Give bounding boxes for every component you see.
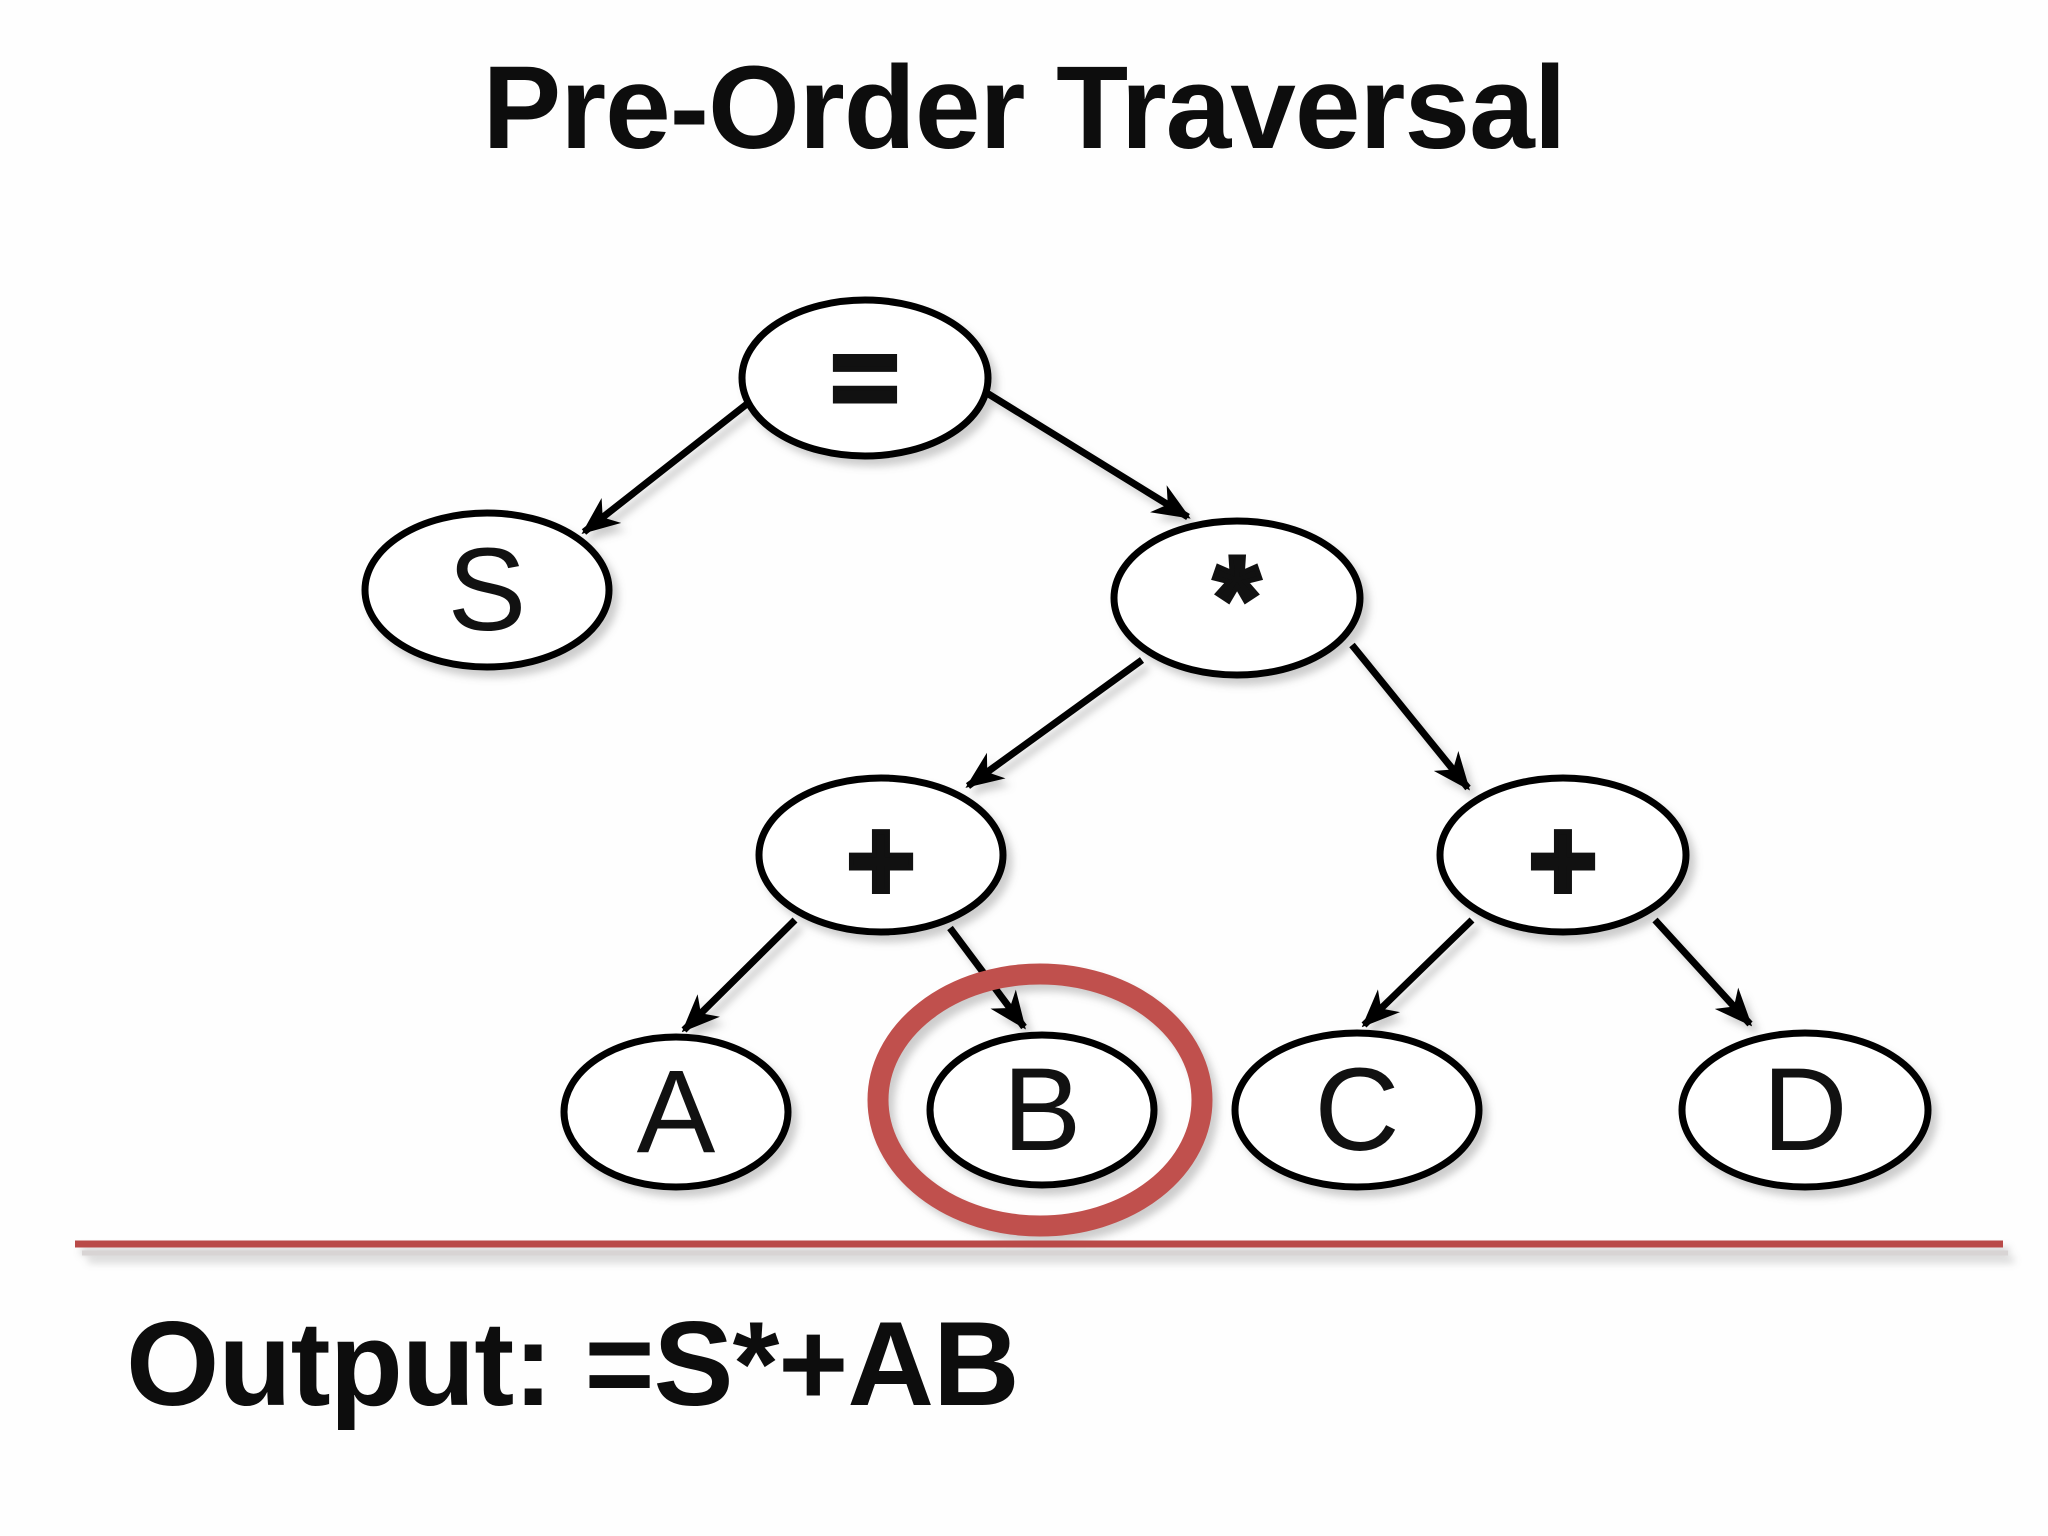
tree-node-s: S xyxy=(361,509,613,671)
edge-plus-right-to-c xyxy=(1361,917,1475,1028)
node-plus-right-label: + xyxy=(1529,795,1598,927)
node-b-ellipse xyxy=(926,1031,1158,1189)
edge-plus-left-to-a xyxy=(681,917,798,1033)
tree-node-c: C xyxy=(1231,1029,1483,1191)
tree-node-b: B xyxy=(926,1031,1158,1189)
node-s-ellipse xyxy=(361,509,613,671)
node-a-ellipse xyxy=(560,1033,792,1191)
node-star-ellipse xyxy=(1110,517,1364,679)
edge-plus-right-to-d xyxy=(1652,917,1753,1027)
edge-root-to-star xyxy=(980,387,1191,520)
node-b-label: B xyxy=(1003,1044,1082,1176)
node-plus-right-ellipse xyxy=(1436,774,1690,936)
slide-title: Pre-Order Traversal xyxy=(482,42,1567,174)
node-plus-left-ellipse xyxy=(755,774,1007,936)
tree-node-star: * xyxy=(1110,517,1364,679)
edge-root-to-s xyxy=(581,397,755,535)
node-c-label: C xyxy=(1314,1044,1399,1176)
node-star-label: * xyxy=(1214,532,1260,664)
node-root-label: = xyxy=(831,312,900,444)
tree-nodes: = S * + + A xyxy=(361,296,1932,1191)
edge-star-to-plus-left xyxy=(965,657,1145,789)
node-c-ellipse xyxy=(1231,1029,1483,1191)
node-root-ellipse xyxy=(738,296,992,460)
divider-line xyxy=(75,1240,2008,1256)
node-d-label: D xyxy=(1762,1044,1847,1176)
tree-node-d: D xyxy=(1678,1029,1932,1191)
node-plus-left-label: + xyxy=(847,795,916,927)
current-node-highlight-circle xyxy=(867,963,1213,1237)
tree-node-plus-left: + xyxy=(755,774,1007,936)
traversal-output-text: Output: =S*+AB xyxy=(126,1297,1020,1431)
tree-node-a: A xyxy=(560,1033,792,1191)
tree-node-plus-right: + xyxy=(1436,774,1690,936)
node-d-ellipse xyxy=(1678,1029,1932,1191)
node-s-label: S xyxy=(448,524,527,656)
tree-node-root: = xyxy=(738,296,992,460)
node-a-label: A xyxy=(637,1046,716,1178)
edge-star-to-plus-right xyxy=(1349,642,1471,791)
